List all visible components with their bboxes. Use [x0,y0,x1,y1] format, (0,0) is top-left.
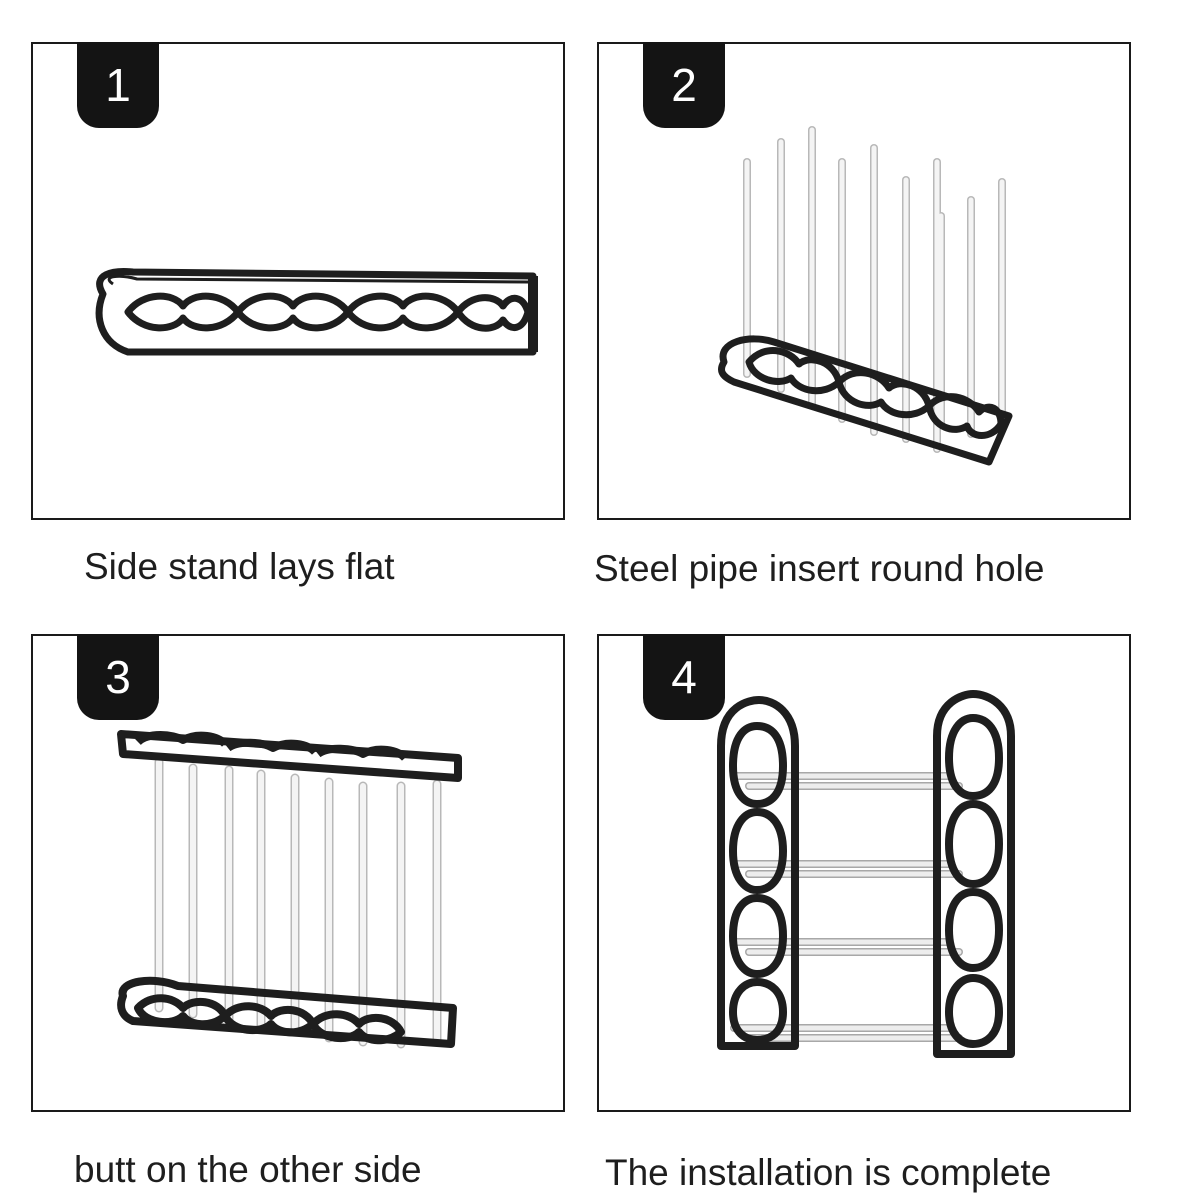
step-number-badge: 4 [643,634,725,720]
butt-other-side-illustration [117,730,462,1049]
step-1-panel: 1 [31,42,565,520]
step-3-caption: butt on the other side [74,1149,422,1190]
completed-shoe-rack-illustration [717,690,1015,1058]
step-4-caption: The installation is complete [605,1152,1052,1193]
step-4-panel: 4 [597,634,1131,1112]
step-number-badge: 2 [643,42,725,128]
pipe-insert-illustration [718,126,1013,466]
step-number-badge: 1 [77,42,159,128]
step-2-panel: 2 [597,42,1131,520]
step-3-panel: 3 [31,634,565,1112]
side-stand-flat-illustration [95,268,538,356]
step-1-caption: Side stand lays flat [84,546,395,587]
step-2-caption: Steel pipe insert round hole [594,548,1045,589]
step-number-badge: 3 [77,634,159,720]
